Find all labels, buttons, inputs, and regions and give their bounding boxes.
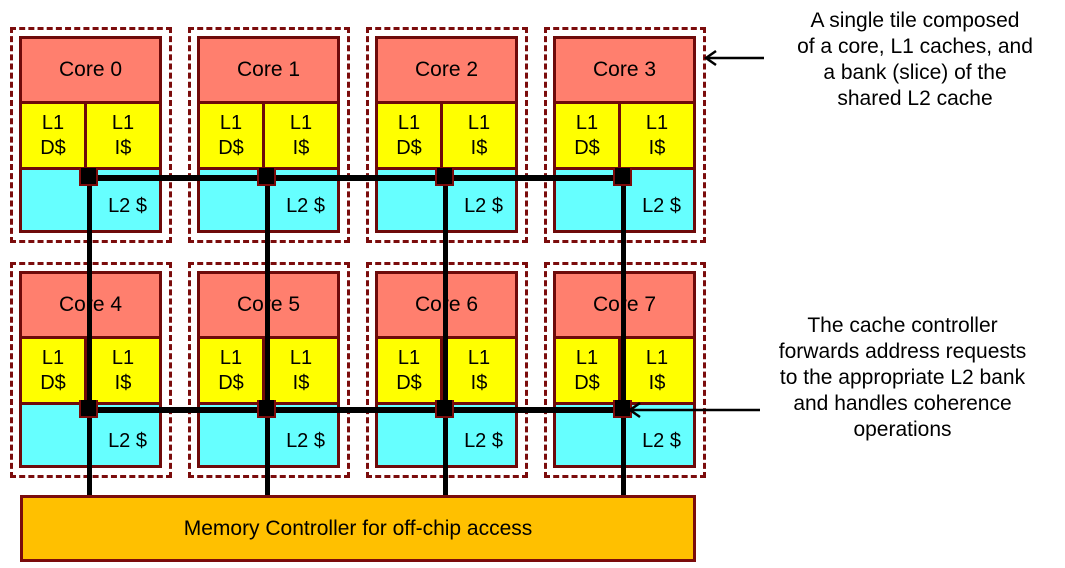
l1-instruction-cache-label: L1 bbox=[467, 111, 491, 134]
l1-cache-block: L1 D$ L1 I$ bbox=[200, 104, 337, 170]
core-block: Core 1 bbox=[200, 39, 337, 104]
l1-data-cache-label: L1 bbox=[575, 346, 599, 369]
cache-controller-node bbox=[435, 400, 454, 418]
l1-data-cache-label: L1 bbox=[41, 346, 65, 369]
l1-data-cache-label: D$ bbox=[40, 136, 66, 159]
controller-annotation: The cache controller forwards address re… bbox=[745, 313, 1060, 443]
l1-data-cache: L1 D$ bbox=[556, 104, 621, 167]
controller-pointer-arrow-icon bbox=[627, 401, 760, 419]
core-block: Core 0 bbox=[22, 39, 159, 104]
l1-data-cache-label: D$ bbox=[218, 371, 244, 394]
l1-data-cache-label: D$ bbox=[40, 371, 66, 394]
l1-data-cache-label: L1 bbox=[397, 111, 421, 134]
l1-cache-block: L1 D$ L1 I$ bbox=[22, 104, 159, 170]
controller-annotation-line: to the appropriate L2 bank bbox=[779, 366, 1026, 389]
l2-cache-bank-label: L2 $ bbox=[464, 430, 503, 452]
cache-controller-node bbox=[257, 400, 276, 418]
tile-annotation: A single tile composed of a core, L1 cac… bbox=[765, 8, 1065, 112]
l1-data-cache-label: D$ bbox=[574, 136, 600, 159]
controller-annotation-line: operations bbox=[853, 418, 952, 441]
l1-instruction-cache: L1 I$ bbox=[265, 339, 337, 402]
l1-data-cache: L1 D$ bbox=[22, 339, 87, 402]
vertical-bus bbox=[443, 175, 448, 497]
vertical-bus bbox=[265, 175, 270, 497]
l2-cache-bank-label: L2 $ bbox=[108, 195, 147, 217]
l2-cache-bank-label: L2 $ bbox=[286, 195, 325, 217]
l1-instruction-cache-label: L1 bbox=[289, 111, 313, 134]
l1-data-cache-label: D$ bbox=[396, 136, 422, 159]
l1-instruction-cache: L1 I$ bbox=[443, 104, 515, 167]
l1-instruction-cache-label: L1 bbox=[645, 111, 669, 134]
l1-data-cache-label: D$ bbox=[396, 371, 422, 394]
l1-instruction-cache-label: I$ bbox=[292, 371, 310, 394]
memory-controller-label: Memory Controller for off-chip access bbox=[183, 516, 533, 540]
l1-instruction-cache: L1 I$ bbox=[621, 104, 693, 167]
l1-data-cache-label: L1 bbox=[41, 111, 65, 134]
vertical-bus bbox=[87, 175, 92, 497]
core-block: Core 3 bbox=[556, 39, 693, 104]
l1-instruction-cache-label: I$ bbox=[648, 371, 666, 394]
l1-instruction-cache-label: I$ bbox=[648, 136, 666, 159]
l1-instruction-cache: L1 I$ bbox=[87, 339, 159, 402]
l1-instruction-cache-label: L1 bbox=[467, 346, 491, 369]
l2-cache-bank-label: L2 $ bbox=[286, 430, 325, 452]
l1-data-cache-label: L1 bbox=[575, 111, 599, 134]
horizontal-bus bbox=[87, 175, 626, 181]
l1-data-cache-label: L1 bbox=[219, 346, 243, 369]
controller-annotation-line: The cache controller bbox=[807, 314, 998, 337]
l1-instruction-cache: L1 I$ bbox=[265, 104, 337, 167]
l1-data-cache: L1 D$ bbox=[556, 339, 621, 402]
core-label: Core 0 bbox=[58, 58, 123, 81]
l1-instruction-cache-label: L1 bbox=[645, 346, 669, 369]
cache-controller-node bbox=[79, 168, 98, 186]
l1-instruction-cache-label: I$ bbox=[114, 371, 132, 394]
l1-instruction-cache: L1 I$ bbox=[87, 104, 159, 167]
core-block: Core 2 bbox=[378, 39, 515, 104]
cache-controller-node bbox=[79, 400, 98, 418]
vertical-bus bbox=[621, 175, 626, 497]
l1-data-cache: L1 D$ bbox=[200, 104, 265, 167]
l1-cache-block: L1 D$ L1 I$ bbox=[556, 104, 693, 170]
core-label: Core 2 bbox=[414, 58, 479, 81]
l1-cache-block: L1 D$ L1 I$ bbox=[378, 104, 515, 170]
controller-annotation-line: forwards address requests bbox=[778, 340, 1027, 363]
horizontal-bus bbox=[87, 407, 626, 413]
core-label: Core 1 bbox=[236, 58, 301, 81]
l1-instruction-cache-label: I$ bbox=[292, 136, 310, 159]
l1-instruction-cache: L1 I$ bbox=[621, 339, 693, 402]
l1-data-cache: L1 D$ bbox=[200, 339, 265, 402]
controller-annotation-line: and handles coherence bbox=[793, 392, 1012, 415]
tile-annotation-line: a bank (slice) of the bbox=[823, 61, 1007, 84]
l2-cache-bank-label: L2 $ bbox=[642, 195, 681, 217]
cache-controller-node bbox=[257, 168, 276, 186]
memory-controller: Memory Controller for off-chip access bbox=[20, 495, 696, 562]
l1-instruction-cache: L1 I$ bbox=[443, 339, 515, 402]
cache-controller-node bbox=[435, 168, 454, 186]
l1-data-cache-label: D$ bbox=[574, 371, 600, 394]
l1-instruction-cache-label: L1 bbox=[289, 346, 313, 369]
tile-annotation-line: of a core, L1 caches, and bbox=[797, 35, 1033, 58]
l1-instruction-cache-label: L1 bbox=[111, 346, 135, 369]
l1-data-cache-label: D$ bbox=[218, 136, 244, 159]
l1-data-cache: L1 D$ bbox=[378, 339, 443, 402]
tile-annotation-line: shared L2 cache bbox=[837, 87, 993, 110]
core-label: Core 3 bbox=[592, 58, 657, 81]
l2-cache-bank-label: L2 $ bbox=[464, 195, 503, 217]
tile-body: Core 1 L1 D$ L1 I$ L2 $ bbox=[197, 36, 340, 233]
l1-data-cache: L1 D$ bbox=[22, 104, 87, 167]
l1-instruction-cache-label: I$ bbox=[114, 136, 132, 159]
tile-pointer-arrow-icon bbox=[703, 49, 764, 67]
l2-cache-bank-label: L2 $ bbox=[642, 430, 681, 452]
l1-instruction-cache-label: I$ bbox=[470, 371, 488, 394]
l1-data-cache: L1 D$ bbox=[378, 104, 443, 167]
l1-instruction-cache-label: L1 bbox=[111, 111, 135, 134]
l2-cache-bank-label: L2 $ bbox=[108, 430, 147, 452]
l1-data-cache-label: L1 bbox=[397, 346, 421, 369]
l1-instruction-cache-label: I$ bbox=[470, 136, 488, 159]
l1-data-cache-label: L1 bbox=[219, 111, 243, 134]
tile-annotation-line: A single tile composed bbox=[810, 9, 1020, 32]
cache-controller-node bbox=[613, 168, 632, 186]
